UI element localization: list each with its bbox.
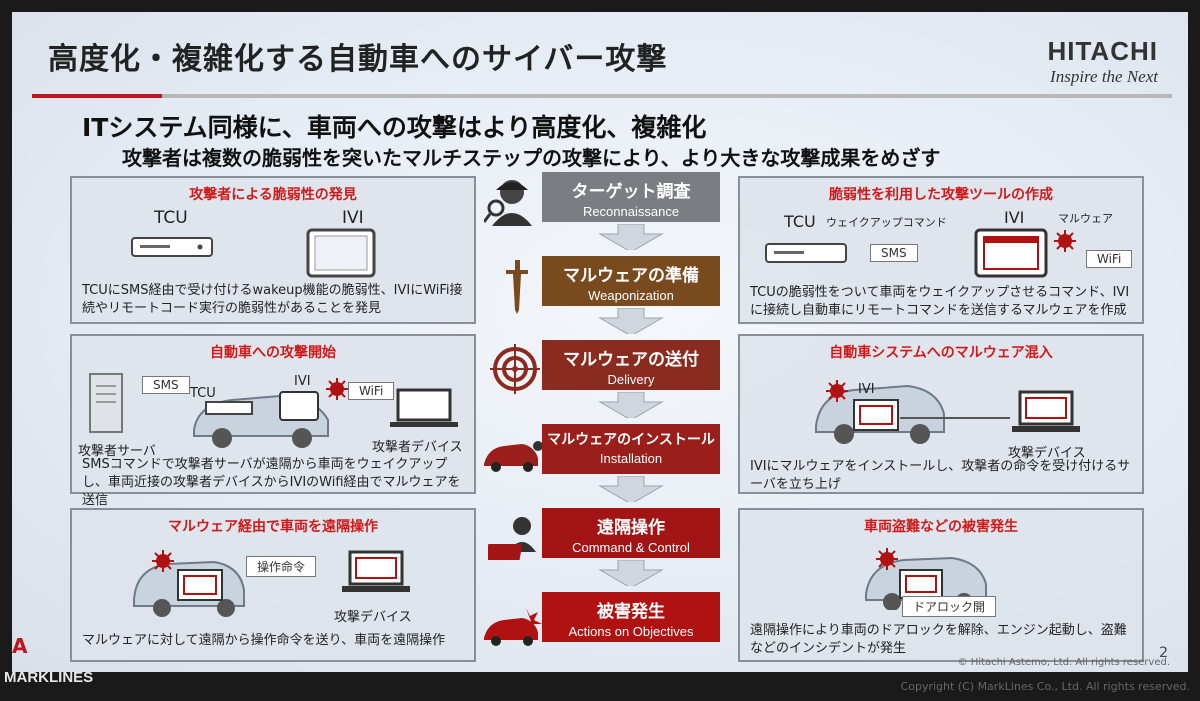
malware-virus-icon — [876, 548, 898, 570]
flow-step-english: Weaponization — [588, 288, 674, 303]
car-attacker-icon — [484, 441, 543, 472]
laptop-icon — [390, 388, 458, 427]
ivi-label-3: IVI — [1004, 208, 1025, 227]
flow-step-english: Command & Control — [572, 540, 690, 555]
hitachi-logo: HITACHI Inspire the Next — [1047, 36, 1158, 87]
link-line — [900, 417, 1010, 419]
watermark-left: MARKLINES — [4, 669, 94, 686]
flow-step: 被害発生 Actions on Objectives — [542, 592, 720, 642]
flow-step-label: 被害発生 — [597, 602, 665, 622]
ivi-label: IVI — [342, 208, 364, 228]
server-icon — [89, 373, 123, 433]
tcu-label: TCU — [154, 208, 188, 228]
flow-step-english: Reconnaissance — [582, 204, 680, 219]
logo-tagline: Inspire the Next — [1050, 67, 1158, 86]
flow-arrow-icon — [598, 392, 664, 418]
title-divider — [32, 94, 1172, 98]
box-damage-title: 車両盗難などの被害発生 — [864, 519, 1018, 535]
flow-step: ターゲット調査 Reconnaissance — [542, 172, 720, 222]
box-damage-desc: 遠隔操作により車両のドアロックを解除、エンジン起動し、盗難などのインシデントが発… — [750, 623, 1127, 656]
malware-virus-icon — [826, 380, 848, 402]
car-icon — [133, 560, 245, 617]
flow-arrow-icon — [598, 308, 664, 334]
subtitle-line1: ITシステム同様に、車両への攻撃はより高度化、複雑化 — [82, 113, 707, 142]
laptop-icon — [342, 550, 410, 592]
door-lock-tag: ドアロック開 — [902, 596, 997, 617]
server-label: 攻撃者サーバ — [78, 444, 156, 459]
box-install-desc: IVIにマルウェアをインストールし、攻撃者の命令を受け付けるサーバを立ち上げ — [750, 459, 1131, 492]
box-recon-title: 攻撃者による脆弱性の発見 — [189, 187, 357, 203]
page-number: 2 — [1159, 645, 1168, 661]
box-recon: 攻撃者による脆弱性の発見 TCU IVI TCUにSMS経由で受け付けるwake… — [70, 176, 476, 324]
device-label: 攻撃デバイス — [334, 610, 412, 625]
malware-label: マルウェア — [1058, 212, 1113, 225]
flow-step: マルウェアの送付 Delivery — [542, 340, 720, 390]
dagger-icon — [506, 260, 528, 314]
command-tag: 操作命令 — [246, 556, 317, 577]
device-label: 攻撃デバイス — [1008, 446, 1086, 461]
logo-brand: HITACHI — [1047, 36, 1158, 66]
flow-step-english: Actions on Objectives — [568, 624, 694, 639]
subtitle-line2: 攻撃者は複数の脆弱性を突いたマルチステップの攻撃により、より大きな攻撃成果をめざ… — [122, 146, 941, 170]
flow-step: 遠隔操作 Command & Control — [542, 508, 720, 558]
flow-step-label: ターゲット調査 — [571, 182, 691, 202]
flow-step-label: 遠隔操作 — [597, 518, 665, 538]
ivi-label-2: IVI — [294, 374, 311, 389]
flow-step: マルウェアの準備 Weaponization — [542, 256, 720, 306]
box-damage: 車両盗難などの被害発生 ドアロック開 遠隔操作により車両のドアロックを解除、エン… — [738, 508, 1144, 662]
device-label: 攻撃者デバイス — [372, 440, 463, 455]
laptop-icon — [1012, 390, 1080, 432]
box-delivery-desc: SMSコマンドで攻撃者サーバが遠隔から車両をウェイクアップし、車両近接の攻撃者デ… — [82, 457, 461, 508]
watermark-right: Copyright (C) MarkLines Co., Ltd. All ri… — [900, 680, 1190, 693]
slide: 高度化・複雑化する自動車へのサイバー攻撃 HITACHI Inspire the… — [12, 12, 1188, 672]
flow-step-english: Delivery — [607, 372, 655, 387]
wifi-tag: WiFi — [348, 382, 395, 400]
flow-step-label: マルウェアの準備 — [563, 266, 699, 286]
sms-tag: SMS — [870, 244, 918, 262]
flow-step-label: マルウェアのインストール — [547, 432, 715, 448]
flow-arrow-icon — [598, 476, 664, 502]
ivi-screen-icon — [974, 228, 1048, 278]
copyright: © Hitachi Astemo, Ltd. All rights reserv… — [957, 657, 1170, 668]
sms-tag: SMS — [142, 376, 190, 394]
tcu-label-3: TCU — [784, 212, 816, 231]
tcu-device-icon — [765, 243, 847, 263]
box-control: マルウェア経由で車両を遠隔操作 操作命令 攻撃デバイス マルウェアに対して遠隔か… — [70, 508, 476, 662]
malware-virus-icon — [326, 378, 348, 400]
wake-label: ウェイクアップコマンド — [826, 216, 947, 229]
box-control-title: マルウェア経由で車両を遠隔操作 — [168, 519, 378, 535]
wifi-tag: WiFi — [1086, 250, 1133, 268]
tcu-label-2: TCU — [190, 386, 216, 401]
box-weapon-title: 脆弱性を利用した攻撃ツールの作成 — [829, 187, 1053, 203]
target-icon — [490, 344, 540, 394]
flow-arrow-icon — [598, 560, 664, 586]
ivi-screen-icon — [279, 391, 319, 421]
box-delivery-title: 自動車への攻撃開始 — [210, 345, 336, 361]
box-install-title: 自動車システムへのマルウェア混入 — [829, 345, 1053, 361]
spy-icon — [484, 180, 532, 226]
box-delivery: 自動車への攻撃開始 SMS TCU IVI WiFi 攻撃者サーバ 攻 — [70, 334, 476, 508]
left-edge-mark: A — [12, 634, 28, 658]
car-icon — [815, 384, 945, 444]
crashed-car-icon — [484, 608, 542, 646]
box-weapon-desc: TCUの脆弱性をついて車両をウェイクアップさせるコマンド、IVIに接続し自動車に… — [750, 285, 1130, 318]
box-recon-desc: TCUにSMS経由で受け付けるwakeup機能の脆弱性、IVIにWiFi接続やリ… — [82, 283, 463, 316]
ivi-screen-icon — [306, 228, 376, 278]
flow-arrow-icon — [598, 224, 664, 250]
ivi-label-4: IVI — [858, 382, 875, 397]
page-title: 高度化・複雑化する自動車へのサイバー攻撃 — [48, 42, 668, 77]
box-install: 自動車システムへのマルウェア混入 IVI 攻撃デバイス IVIにマルウェアをイン… — [738, 334, 1144, 494]
hacker-laptop-icon — [488, 517, 536, 560]
flow-step-english: Installation — [599, 451, 663, 466]
tcu-device-icon — [131, 237, 213, 257]
malware-virus-icon — [1054, 230, 1076, 252]
box-control-desc: マルウェアに対して遠隔から操作命令を送り、車両を遠隔操作 — [82, 633, 446, 648]
box-weapon: 脆弱性を利用した攻撃ツールの作成 TCU ウェイクアップコマンド SMS IVI… — [738, 176, 1144, 324]
flow-step: マルウェアのインストール Installation — [542, 424, 720, 474]
malware-virus-icon — [152, 550, 174, 572]
flow-step-label: マルウェアの送付 — [563, 350, 699, 370]
